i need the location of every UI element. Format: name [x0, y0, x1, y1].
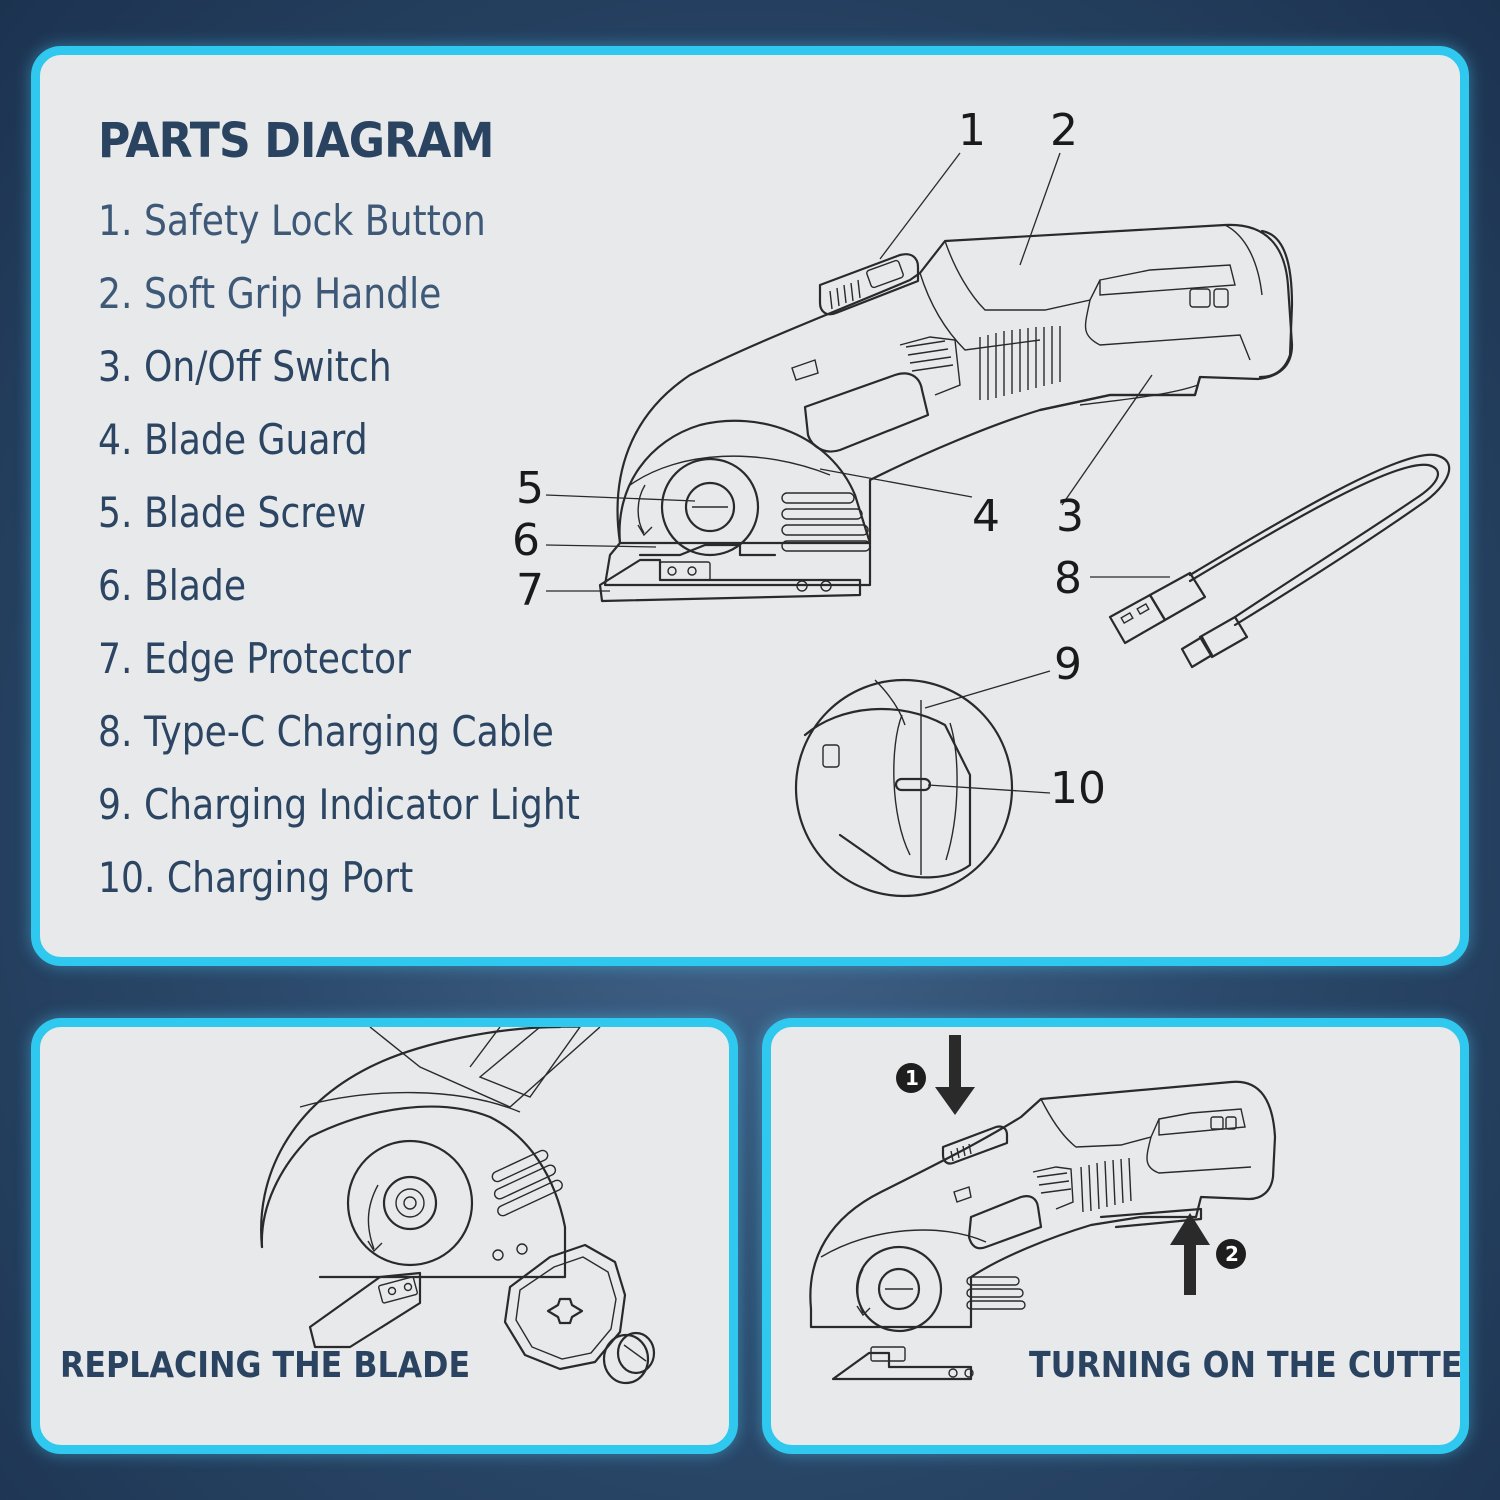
part-item-3: 3. On/Off Switch [98, 342, 392, 391]
safety-lock-button-drawing [818, 253, 920, 316]
blade-replacement-drawing [260, 1027, 656, 1385]
electric-cutter-drawing [809, 1080, 1277, 1381]
part-item-6: 6. Blade [98, 561, 247, 610]
part-item-10: 10. Charging Port [98, 853, 414, 902]
usb-c-cable-drawing [1108, 453, 1451, 669]
arrow-down-icon [935, 1035, 975, 1115]
arrow-up-icon [1170, 1213, 1210, 1295]
parts-diagram-panel: PARTS DIAGRAM 1. Safety Lock Button 2. S… [31, 46, 1469, 966]
callout-2: 2 [1050, 105, 1078, 156]
blade-screw-drawing [602, 1331, 656, 1385]
callout-9: 9 [1054, 639, 1082, 690]
electric-cutter-drawing [598, 223, 1294, 603]
turning-on-drawing: 1 2 [809, 1035, 1277, 1381]
turning-on-caption: TURNING ON THE CUTTER [1029, 1345, 1469, 1386]
replacing-blade-panel: REPLACING THE BLADE [31, 1018, 738, 1454]
part-item-8: 8. Type-C Charging Cable [98, 707, 554, 756]
callout-8: 8 [1054, 553, 1082, 604]
part-item-2: 2. Soft Grip Handle [98, 269, 442, 318]
parts-list: 1. Safety Lock Button 2. Soft Grip Handl… [98, 191, 658, 921]
step-2-badge [1216, 1239, 1246, 1269]
part-item-4: 4. Blade Guard [98, 415, 368, 464]
callout-3: 3 [1056, 491, 1084, 542]
callout-5: 5 [516, 463, 544, 514]
cutter-parts-drawing: 1 2 3 4 5 6 7 8 9 10 [512, 105, 1451, 898]
step-1-badge [896, 1063, 926, 1093]
callout-1: 1 [958, 105, 986, 156]
part-item-9: 9. Charging Indicator Light [98, 780, 580, 829]
callout-7: 7 [516, 565, 544, 616]
part-item-7: 7. Edge Protector [98, 634, 411, 683]
cutter-head-drawing [260, 1027, 601, 1349]
step-2-label: 2 [1225, 1242, 1239, 1266]
part-item-1: 1. Safety Lock Button [98, 196, 486, 245]
callout-10: 10 [1050, 763, 1106, 814]
charging-port-closeup [794, 678, 1014, 898]
replacing-blade-caption: REPLACING THE BLADE [60, 1345, 471, 1386]
turning-on-panel: 1 2 TURNING ON THE CUTTER [762, 1018, 1469, 1454]
page-title: PARTS DIAGRAM [98, 113, 494, 169]
callout-4: 4 [972, 491, 1000, 542]
part-item-5: 5. Blade Screw [98, 488, 367, 537]
step-1-label: 1 [905, 1066, 919, 1090]
callout-6: 6 [512, 515, 540, 566]
octagonal-blade-drawing [503, 1243, 627, 1371]
callout-leaders [545, 152, 1170, 794]
